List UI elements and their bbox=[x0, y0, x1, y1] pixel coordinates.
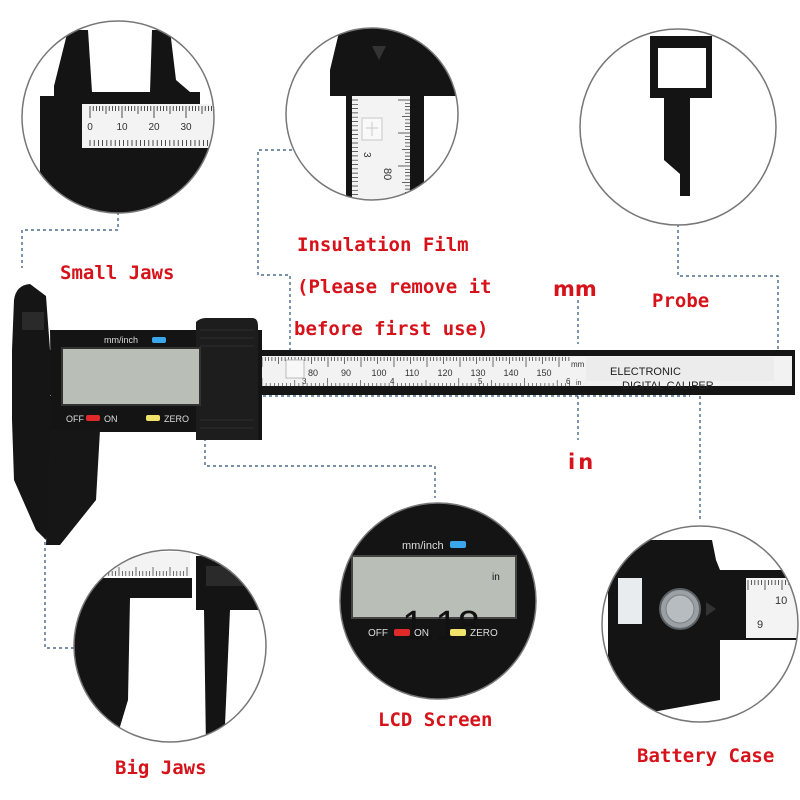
main-caliper: 80 90 100 110 120 130 140 150 3 4 5 6 mm in ELECTR… bbox=[12, 284, 795, 545]
moving-jaw bbox=[46, 430, 100, 545]
brand-line1: ELECTRONIC bbox=[610, 366, 681, 378]
mm-tick-label: 80 bbox=[308, 368, 318, 378]
ins-tick-90: 90 bbox=[381, 200, 393, 212]
lcd-zoom-zero-label: ZERO bbox=[470, 628, 498, 639]
big-jaws-zoom bbox=[73, 549, 267, 743]
mm-tick-label: 150 bbox=[536, 368, 551, 378]
small-jaws-tick-label: 20 bbox=[148, 122, 160, 133]
fixed-jaw bbox=[12, 284, 60, 540]
connector-lines bbox=[21, 149, 779, 649]
small-jaws-zoom: 0 10 20 30 bbox=[21, 20, 215, 214]
mm-tick-label: 120 bbox=[437, 368, 452, 378]
ins-tick-80: 80 bbox=[381, 168, 393, 180]
lcd-zoom-off-on-button[interactable] bbox=[394, 629, 410, 636]
small-jaws-tick-label: 10 bbox=[116, 122, 128, 133]
main-unit-button[interactable] bbox=[152, 337, 166, 343]
mm-tick-labels: 80 90 100 110 120 130 140 150 bbox=[308, 368, 552, 378]
main-zero-button[interactable] bbox=[146, 415, 160, 421]
mm-label: mm bbox=[553, 277, 597, 301]
scale-in-unit: in bbox=[576, 380, 582, 387]
insulation-label-line2: (Please remove it bbox=[297, 276, 492, 298]
battery-arrow-icon bbox=[706, 602, 716, 616]
small-jaws-tick-label: 30 bbox=[180, 122, 192, 133]
battery-zoom: 9 10 bbox=[601, 525, 799, 723]
scale-mm-unit: mm bbox=[571, 360, 585, 369]
insulation-label-line1: Insulation Film bbox=[297, 234, 469, 256]
main-unit-button-label: mm/inch bbox=[104, 335, 138, 345]
in-tick-label: 4 bbox=[390, 377, 395, 386]
in-tick-label: 6 bbox=[566, 377, 571, 386]
in-tick-labels: 3 4 5 6 bbox=[302, 377, 571, 386]
insulation-zoom: 80 90 3 bbox=[285, 27, 459, 212]
mm-tick-label: 100 bbox=[371, 368, 386, 378]
probe-label: Probe bbox=[652, 290, 710, 312]
battery-case-label: Battery Case bbox=[637, 745, 775, 767]
mm-tick-label: 110 bbox=[405, 368, 419, 378]
insulation-label-line3: before first use) bbox=[294, 318, 489, 340]
mm-tick-label: 140 bbox=[503, 368, 518, 378]
small-jaws-label: Small Jaws bbox=[60, 262, 175, 284]
main-on-label: ON bbox=[104, 414, 118, 424]
lcd-zoom-unit-button-label: mm/inch bbox=[402, 540, 444, 552]
main-lcd bbox=[61, 347, 201, 406]
mm-tick-label: 90 bbox=[341, 368, 351, 378]
lcd-zoom-off-label: OFF bbox=[368, 628, 388, 639]
small-jaws-tick-label: 0 bbox=[87, 122, 93, 133]
main-zero-label: ZERO bbox=[164, 414, 189, 424]
lcd-zoom-reading: 1.18 bbox=[402, 602, 480, 649]
in-tick-label: 3 bbox=[302, 377, 307, 386]
brand-line2: DIGITAL CALIPER bbox=[622, 380, 714, 392]
lcd-screen-label: LCD Screen bbox=[378, 709, 493, 731]
lcd-zoom-zero-button[interactable] bbox=[450, 629, 466, 636]
lcd-zoom-unit-button[interactable] bbox=[450, 541, 466, 548]
lcd-zoom-unit: in bbox=[492, 572, 500, 583]
battery-tick-10: 10 bbox=[775, 595, 787, 607]
main-off-label: OFF bbox=[66, 414, 84, 424]
big-jaws-label: Big Jaws bbox=[115, 757, 207, 779]
battery-tick-9: 9 bbox=[757, 619, 763, 631]
lcd-zoom: 1.18 in mm/inch OFF ON ZERO bbox=[339, 502, 537, 700]
probe-zoom bbox=[579, 28, 777, 226]
lcd-zoom-on-label: ON bbox=[414, 628, 429, 639]
mm-tick-label: 130 bbox=[470, 368, 485, 378]
main-off-on-button[interactable] bbox=[86, 415, 100, 421]
ins-in-tick-3: 3 bbox=[361, 152, 372, 158]
in-label: in bbox=[568, 450, 597, 474]
in-tick-label: 5 bbox=[478, 377, 483, 386]
